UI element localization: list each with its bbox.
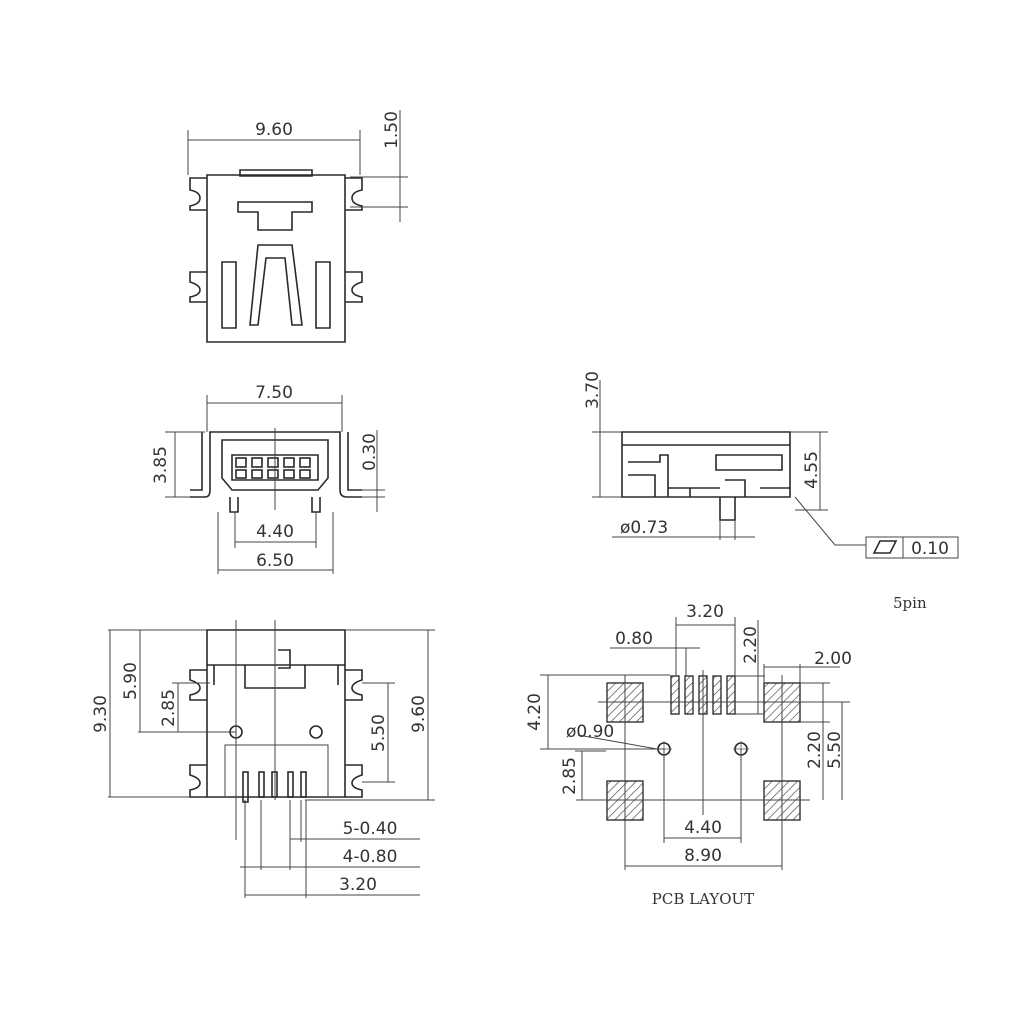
pcb-layout: 3.20 0.80 2.20 2.00 4.20 ø0.90 2.20 5.50…: [525, 602, 852, 908]
dim-pcb-tab-span: 5.50: [825, 731, 845, 769]
dim-hole-span: 4.40: [684, 818, 722, 838]
dim-hole-to-tab: 2.85: [560, 757, 580, 795]
dim-body-to-hole: 5.90: [121, 662, 141, 700]
dim-pad-length: 2.20: [741, 626, 761, 664]
dim-hole-offset: 2.85: [159, 689, 179, 727]
dim-front-height: 3.85: [151, 446, 171, 484]
dim-side-height: 3.70: [583, 371, 603, 409]
signal-pad: [726, 675, 736, 715]
dim-front-width: 7.50: [255, 383, 293, 403]
signal-pad: [670, 675, 680, 715]
side-view: 3.70 4.55 ø0.73 0.10 5pin: [583, 371, 959, 612]
dim-pin-span: 3.20: [339, 875, 377, 895]
bottom-view: 9.30 5.90 2.85 5.50 9.60 5-0.40 4-0.80 3…: [91, 620, 435, 898]
dim-front-post-span: 6.50: [256, 551, 294, 571]
dim-outer-span: 8.90: [684, 846, 722, 866]
signal-pad: [684, 675, 694, 715]
dim-pad-to-hole: 4.20: [525, 693, 545, 731]
dim-tab-pad-width: 2.00: [814, 649, 852, 669]
dim-top-height: 1.50: [382, 111, 402, 149]
dim-total-length: 9.60: [409, 695, 429, 733]
dim-tab-pad-height: 2.20: [805, 731, 825, 769]
flatness-tolerance: 0.10: [911, 539, 949, 559]
dim-top-width: 9.60: [255, 120, 293, 140]
dim-pad-pitch: 0.80: [615, 629, 653, 649]
dim-pin-pitch: 4-0.80: [343, 847, 398, 867]
top-view: 9.60 1.50: [187, 110, 408, 343]
dim-pin-width: 5-0.40: [343, 819, 398, 839]
dim-front-pin-span: 4.40: [256, 522, 294, 542]
pin-count: 5pin: [893, 594, 927, 612]
front-view: 7.50 3.85 0.30 4.40 6.50: [151, 383, 385, 574]
dim-pad-span: 3.20: [686, 602, 724, 622]
dim-hole-diameter: ø0.90: [566, 722, 614, 742]
dim-bottom-length: 9.30: [91, 695, 111, 733]
pcb-layout-title: PCB LAYOUT: [652, 890, 754, 908]
dim-post-diameter: ø0.73: [620, 518, 668, 538]
flatness-symbol-icon: [872, 540, 898, 554]
dim-front-offset: 0.30: [360, 433, 380, 471]
dim-tab-span: 5.50: [369, 714, 389, 752]
dim-side-total-height: 4.55: [802, 451, 822, 489]
signal-pad: [712, 675, 722, 715]
